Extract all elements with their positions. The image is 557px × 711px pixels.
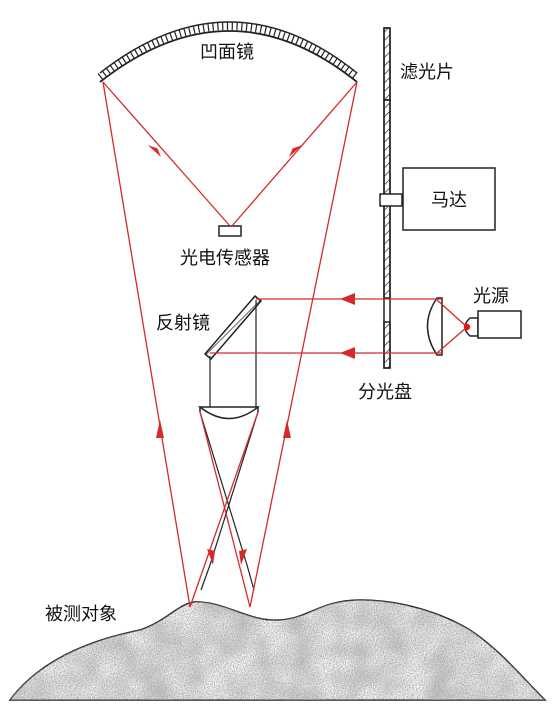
light-rays — [102, 81, 468, 608]
source-point — [463, 323, 471, 331]
measured-object — [8, 599, 547, 701]
label-filter: 滤光片 — [400, 62, 454, 83]
ray-arrowheads — [147, 145, 355, 565]
arrow-icon — [147, 145, 161, 157]
source-lens — [426, 297, 443, 356]
arrow-icon — [283, 420, 291, 438]
arrow-icon — [207, 549, 215, 565]
concave-mirror — [97, 21, 360, 83]
label-light-source: 光源 — [473, 286, 509, 307]
arrow-icon — [156, 420, 164, 438]
arrow-icon — [340, 293, 355, 305]
label-measured-object: 被测对象 — [45, 604, 117, 625]
label-reflector: 反射镜 — [156, 313, 210, 334]
arrow-icon — [239, 549, 247, 565]
arrow-icon — [289, 145, 303, 157]
label-motor: 马达 — [431, 190, 467, 211]
reflector-mirror — [203, 294, 263, 361]
small-lens — [197, 406, 261, 420]
label-concave-mirror: 凹面镜 — [200, 42, 254, 63]
label-photo-sensor: 光电传感器 — [180, 248, 270, 269]
motor — [402, 167, 496, 231]
light-source — [464, 310, 522, 339]
photo-sensor — [218, 225, 242, 237]
filter-disk-assembly — [379, 27, 403, 369]
label-beam-splitter-disk: 分光盘 — [358, 382, 412, 403]
arrow-icon — [340, 347, 355, 359]
